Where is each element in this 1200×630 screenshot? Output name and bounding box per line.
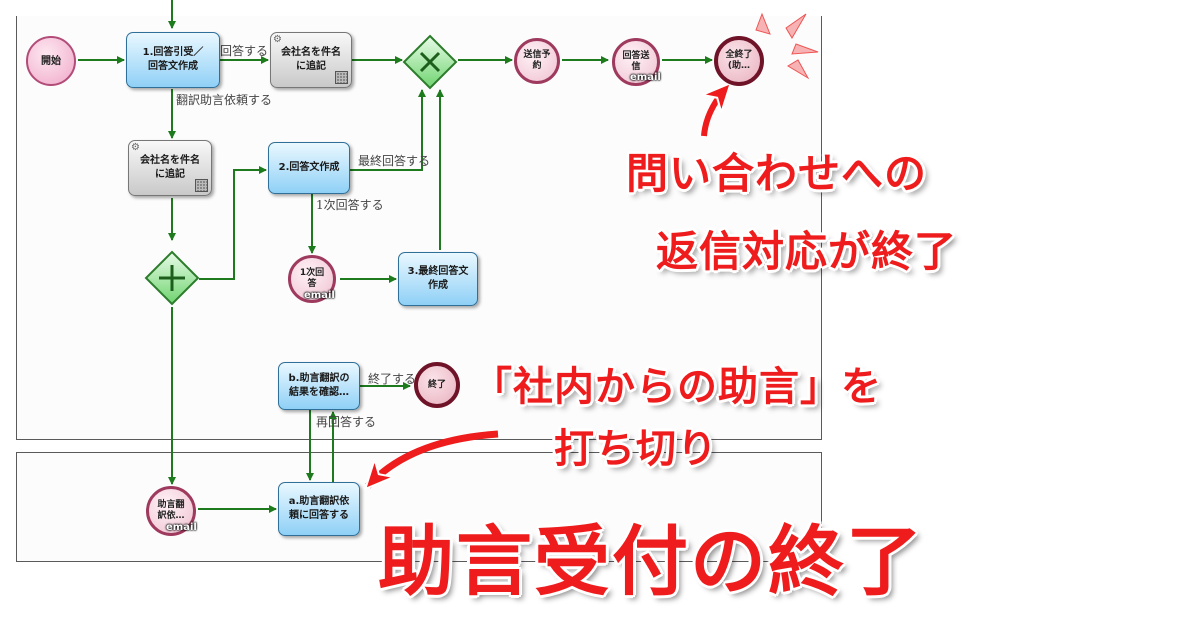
event-first-answer[interactable]: 1次回 答 bbox=[288, 255, 336, 303]
edge-label-answer: 回答する bbox=[220, 44, 269, 58]
event-first-answer-label: 1次回 答 bbox=[299, 268, 325, 289]
service-task-append-company-left[interactable]: ⚙ 会社名を件名 に追記 bbox=[128, 140, 212, 196]
event-answer-send-label: 回答送 信 bbox=[622, 51, 650, 72]
edge-label-translate-request: 翻訳助言依頼する bbox=[176, 93, 273, 107]
gear-icon: ⚙ bbox=[273, 34, 282, 45]
edge-label-re-answer: 再回答する bbox=[316, 415, 377, 429]
task-answer-intake[interactable]: 1.回答引受／ 回答文作成 bbox=[126, 32, 220, 88]
x-icon bbox=[419, 51, 441, 73]
task-answer-draft-label: 2.回答文作成 bbox=[278, 162, 340, 173]
flow-task2-gateway bbox=[350, 89, 426, 171]
gear-icon: ⚙ bbox=[131, 142, 140, 153]
edge-label-finish: 終了する bbox=[368, 372, 417, 386]
parallel-gateway[interactable] bbox=[144, 250, 200, 306]
edge-label-first-answer: 1次回答する bbox=[316, 198, 384, 212]
task-final-answer-draft-label: 3.最終回答文 作成 bbox=[407, 266, 469, 291]
edge-label-final-answer: 最終回答する bbox=[358, 154, 431, 168]
callout-arrow-reply bbox=[704, 86, 728, 137]
end-event-finish[interactable]: 終了 bbox=[414, 362, 460, 408]
end-event-all-label: 全終了 (助… bbox=[725, 50, 753, 71]
service-task-append-company-top-label: 会社名を件名 に追記 bbox=[281, 47, 341, 72]
event-send-plan-label: 送信予 約 bbox=[523, 50, 551, 71]
email-tag-first-answer: email bbox=[304, 290, 335, 301]
task-answer-draft[interactable]: 2.回答文作成 bbox=[268, 142, 350, 194]
end-event-finish-label: 終了 bbox=[427, 379, 446, 390]
task-final-answer-draft[interactable]: 3.最終回答文 作成 bbox=[398, 252, 478, 306]
callout-reply-done-line1: 問い合わせへの bbox=[626, 149, 928, 198]
burst-decoration bbox=[755, 12, 819, 80]
event-send-plan[interactable]: 送信予 約 bbox=[514, 38, 560, 84]
end-event-all[interactable]: 全終了 (助… bbox=[714, 36, 764, 86]
task-answer-translation-request-label: a.助言翻訳依 頼に回答する bbox=[288, 496, 350, 521]
event-advice-request-label: 助言翻 訳依… bbox=[157, 500, 185, 521]
flow-gateway-task2 bbox=[199, 166, 267, 280]
start-event[interactable]: 開始 bbox=[26, 36, 76, 86]
task-check-translation[interactable]: b.助言翻訳の 結果を確認… bbox=[278, 362, 360, 410]
email-tag-advice-request: email bbox=[166, 522, 197, 533]
event-advice-request[interactable]: 助言翻 訳依… bbox=[146, 486, 196, 536]
email-tag-answer-send: email bbox=[630, 72, 661, 83]
event-answer-send[interactable]: 回答送 信 bbox=[612, 38, 660, 86]
task-answer-intake-label: 1.回答引受／ 回答文作成 bbox=[142, 47, 204, 72]
calculator-icon bbox=[195, 179, 208, 192]
callout-advice-end: 助言受付の終了 bbox=[378, 517, 924, 606]
calculator-icon bbox=[335, 71, 348, 84]
service-task-append-company-top[interactable]: ⚙ 会社名を件名 に追記 bbox=[270, 32, 352, 88]
service-task-append-company-left-label: 会社名を件名 に追記 bbox=[140, 155, 200, 180]
callout-cutoff-line1: 「社内からの助言」を bbox=[472, 364, 882, 410]
task-check-translation-label: b.助言翻訳の 結果を確認… bbox=[288, 373, 350, 398]
callout-reply-done-line2: 返信対応が終了 bbox=[656, 227, 958, 276]
exclusive-gateway[interactable] bbox=[402, 34, 458, 90]
task-answer-translation-request[interactable]: a.助言翻訳依 頼に回答する bbox=[278, 482, 360, 536]
callout-cutoff-line2: 打ち切り bbox=[554, 426, 718, 472]
callout-arrow-cutoff bbox=[368, 430, 499, 486]
plus-icon bbox=[159, 265, 185, 291]
start-event-label: 開始 bbox=[41, 55, 61, 67]
